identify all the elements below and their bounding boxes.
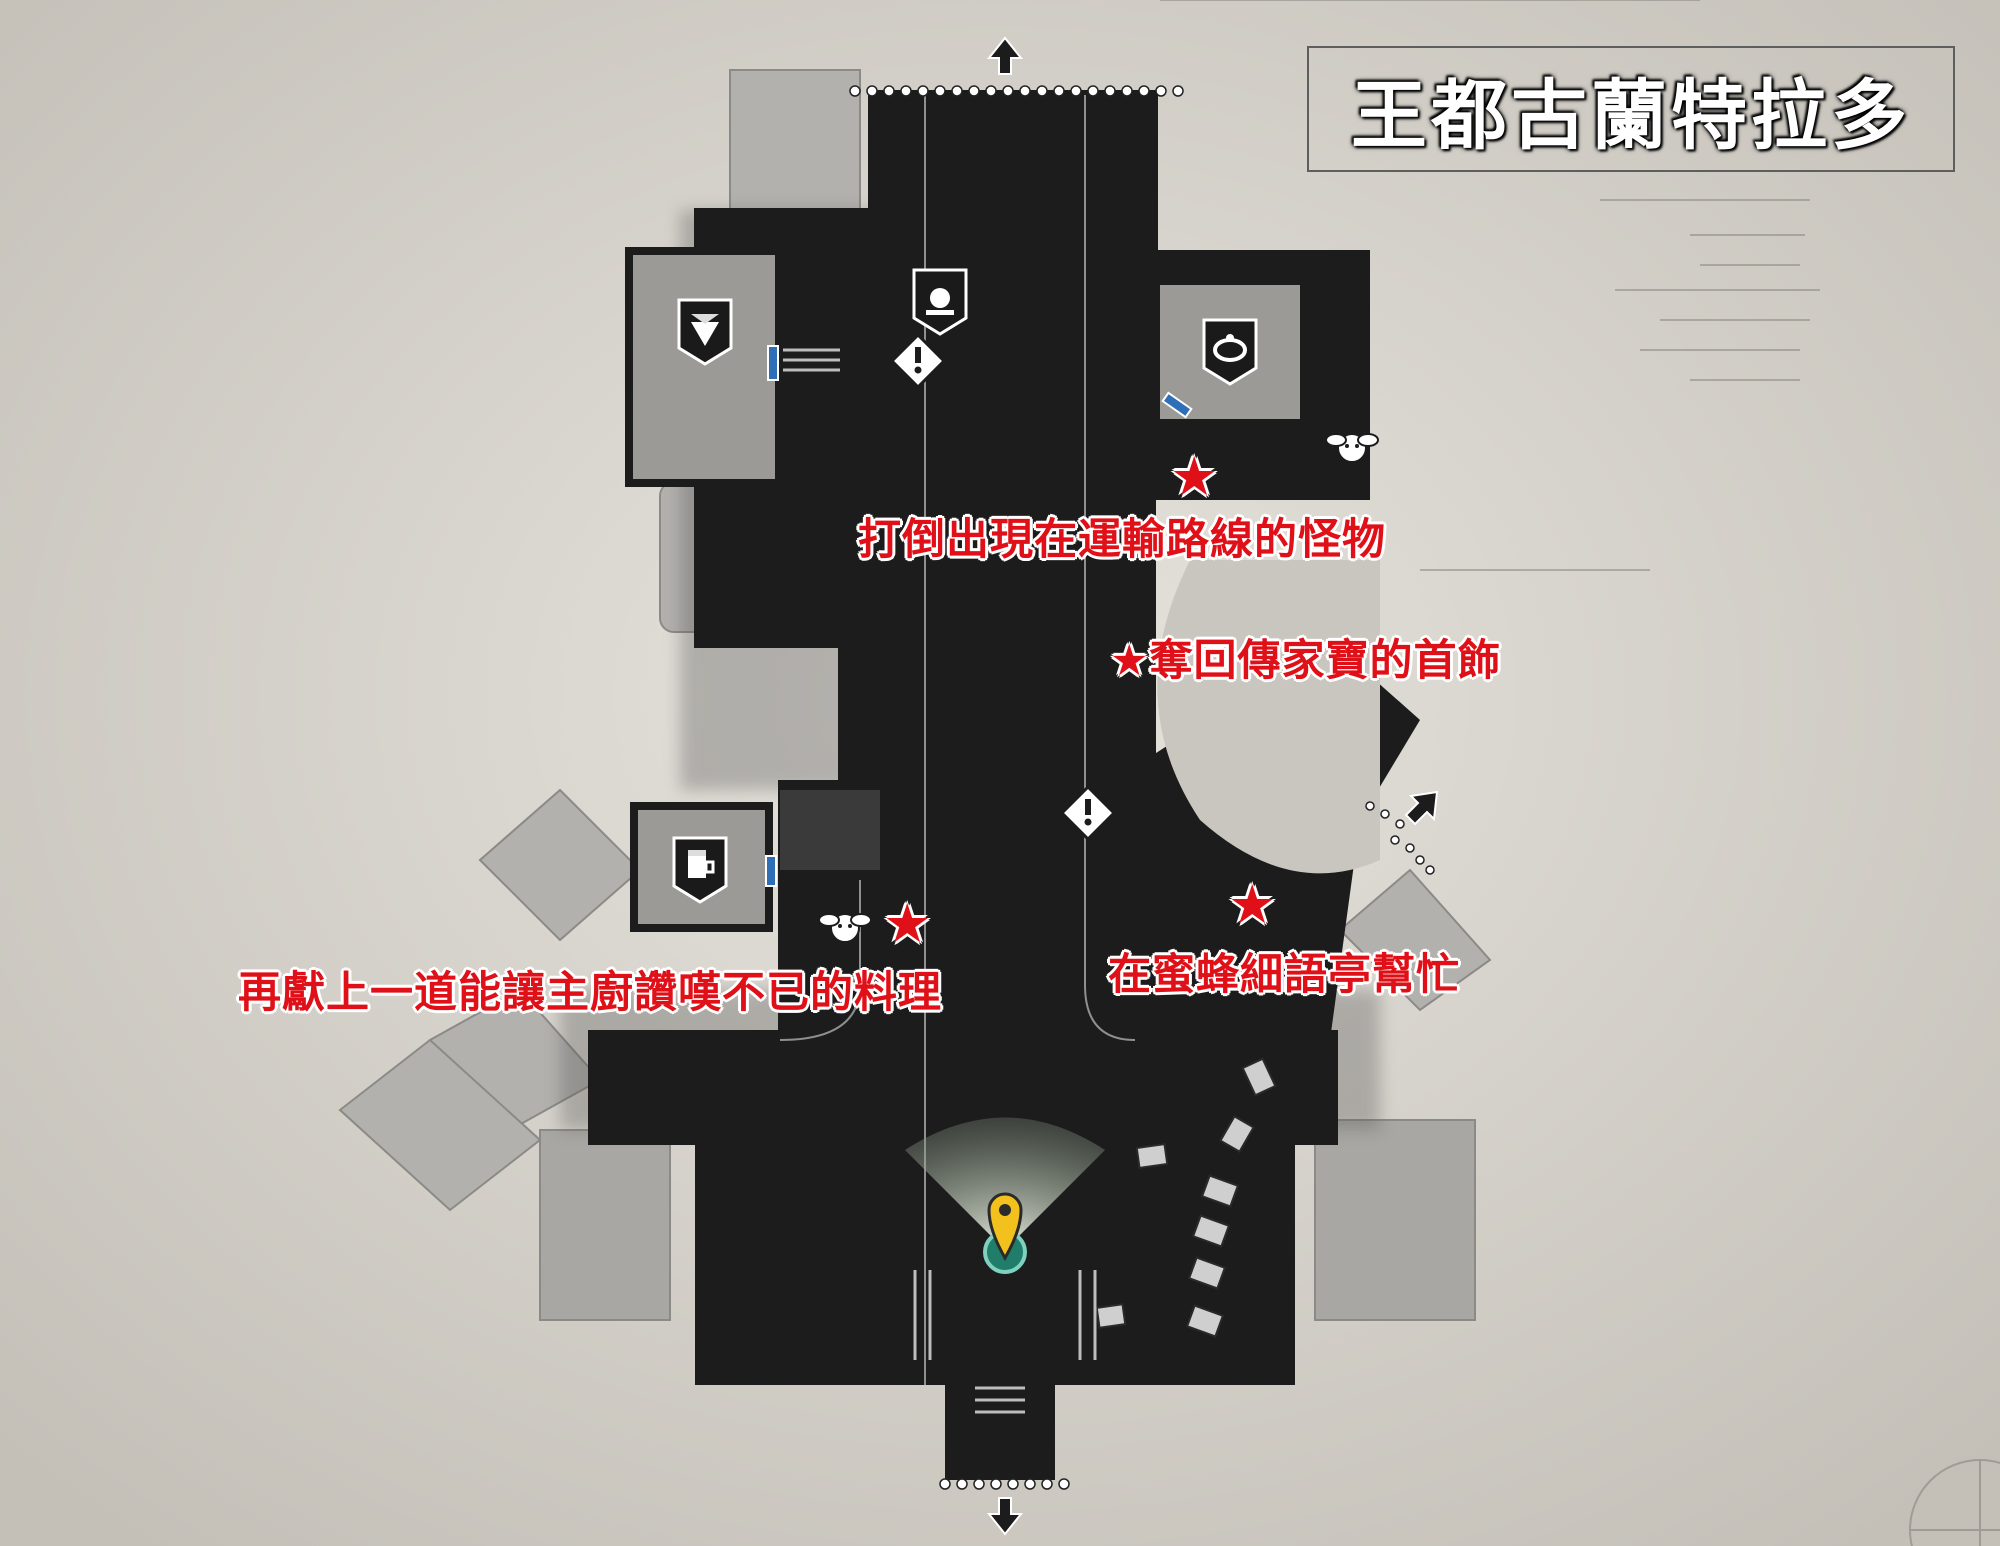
exclamation-diamond-icon[interactable] bbox=[889, 332, 947, 390]
exit-arrow-north-icon[interactable] bbox=[986, 36, 1024, 75]
door-markers bbox=[765, 345, 1193, 887]
map-title-box: 王都古蘭特拉多 bbox=[1307, 46, 1955, 172]
exit-arrow-south-icon[interactable] bbox=[986, 1497, 1024, 1536]
street-props bbox=[1095, 1057, 1277, 1338]
map-exit-dots bbox=[849, 85, 1435, 1490]
exclamation-diamond-icon[interactable] bbox=[1059, 784, 1117, 842]
circular-plaza bbox=[1157, 560, 1380, 874]
accessory-shop-icon[interactable] bbox=[1202, 318, 1258, 386]
exit-arrow-east-icon[interactable] bbox=[1404, 790, 1439, 826]
sketch-notes bbox=[1160, 0, 1820, 571]
quest-label-defeat-monsters: 打倒出現在運輸路線的怪物 bbox=[858, 515, 1386, 565]
item-shop-icon[interactable] bbox=[912, 268, 968, 336]
fairy-npc-icon[interactable] bbox=[1325, 433, 1379, 463]
quest-star-icon[interactable]: ★ bbox=[1228, 873, 1277, 936]
inn-tavern-icon[interactable] bbox=[672, 836, 728, 904]
compass-rose bbox=[1909, 1459, 2000, 1546]
gate-pillars bbox=[913, 1270, 1097, 1360]
plaza-tile bbox=[780, 790, 880, 870]
grey-buildings bbox=[338, 69, 1492, 1321]
quest-label-bee-tavern: 在蜜蜂細語亭幫忙 bbox=[1108, 950, 1460, 1000]
quest-star-icon[interactable]: ★ bbox=[883, 892, 932, 955]
stairs bbox=[783, 348, 1025, 1414]
quest-star-icon[interactable]: ★ bbox=[1110, 636, 1150, 686]
quest-star-icon[interactable]: ★ bbox=[1170, 445, 1219, 508]
armor-shop-icon[interactable] bbox=[677, 298, 733, 366]
fairy-npc-icon[interactable] bbox=[818, 913, 872, 943]
player-view-cone bbox=[905, 1117, 1105, 1250]
quest-label-heirloom: ★奪回傳家寶的首飾 bbox=[1110, 626, 1502, 688]
map-title: 王都古蘭特拉多 bbox=[1351, 71, 1911, 160]
quest-label-heirloom-text: 奪回傳家寶的首飾 bbox=[1149, 636, 1502, 686]
player-location-pin-icon[interactable] bbox=[983, 1192, 1027, 1274]
quest-label-chef-dish: 再獻上一道能讓主廚讚嘆不已的料理 bbox=[238, 968, 942, 1018]
